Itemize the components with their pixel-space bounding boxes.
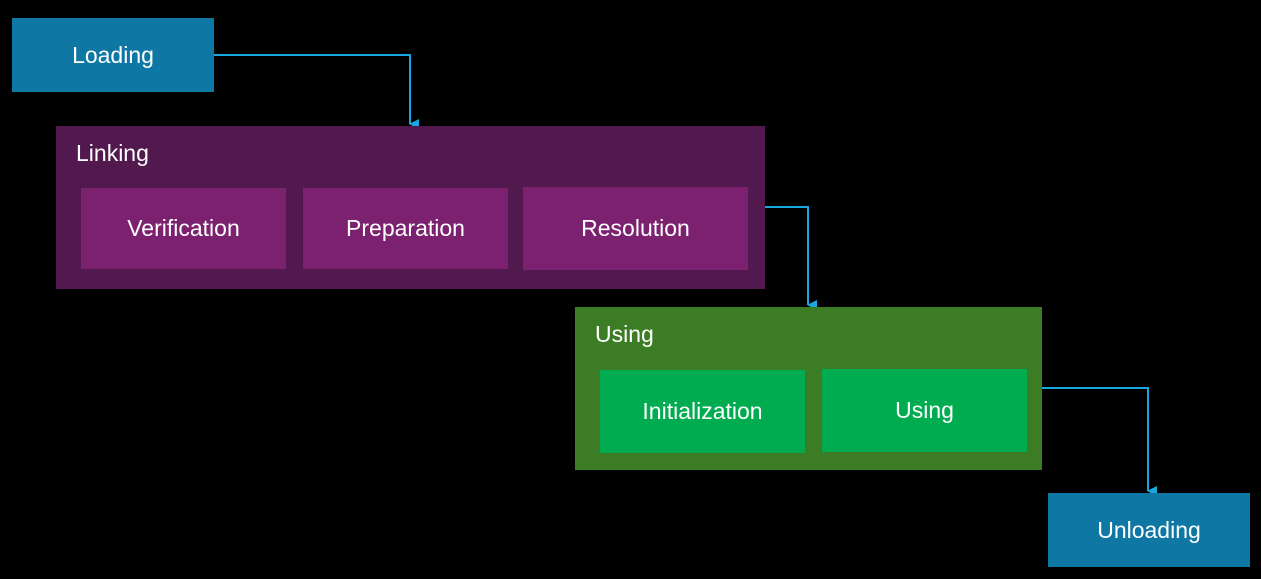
- using-step-label: Using: [895, 397, 954, 423]
- loading-label: Loading: [72, 41, 154, 68]
- arrow-loading-to-linking: [214, 54, 419, 129]
- arrow-using-to-unloading: [1042, 387, 1157, 496]
- arrow-linking-to-using: [765, 206, 817, 310]
- linking-group: Linking Verification Preparation Resolut…: [56, 126, 765, 289]
- resolution-step: Resolution: [523, 187, 748, 270]
- unloading-stage: Unloading: [1048, 493, 1250, 567]
- verification-label: Verification: [127, 215, 240, 241]
- preparation-label: Preparation: [346, 215, 465, 241]
- unloading-label: Unloading: [1097, 516, 1201, 543]
- initialization-label: Initialization: [642, 398, 763, 424]
- using-group-label: Using: [595, 321, 654, 347]
- preparation-step: Preparation: [303, 188, 508, 269]
- resolution-label: Resolution: [581, 215, 690, 241]
- using-group: Using Initialization Using: [575, 307, 1042, 470]
- using-step: Using: [822, 369, 1027, 452]
- verification-step: Verification: [81, 188, 286, 269]
- loading-stage: Loading: [12, 18, 214, 92]
- linking-label: Linking: [76, 140, 149, 166]
- initialization-step: Initialization: [600, 370, 805, 453]
